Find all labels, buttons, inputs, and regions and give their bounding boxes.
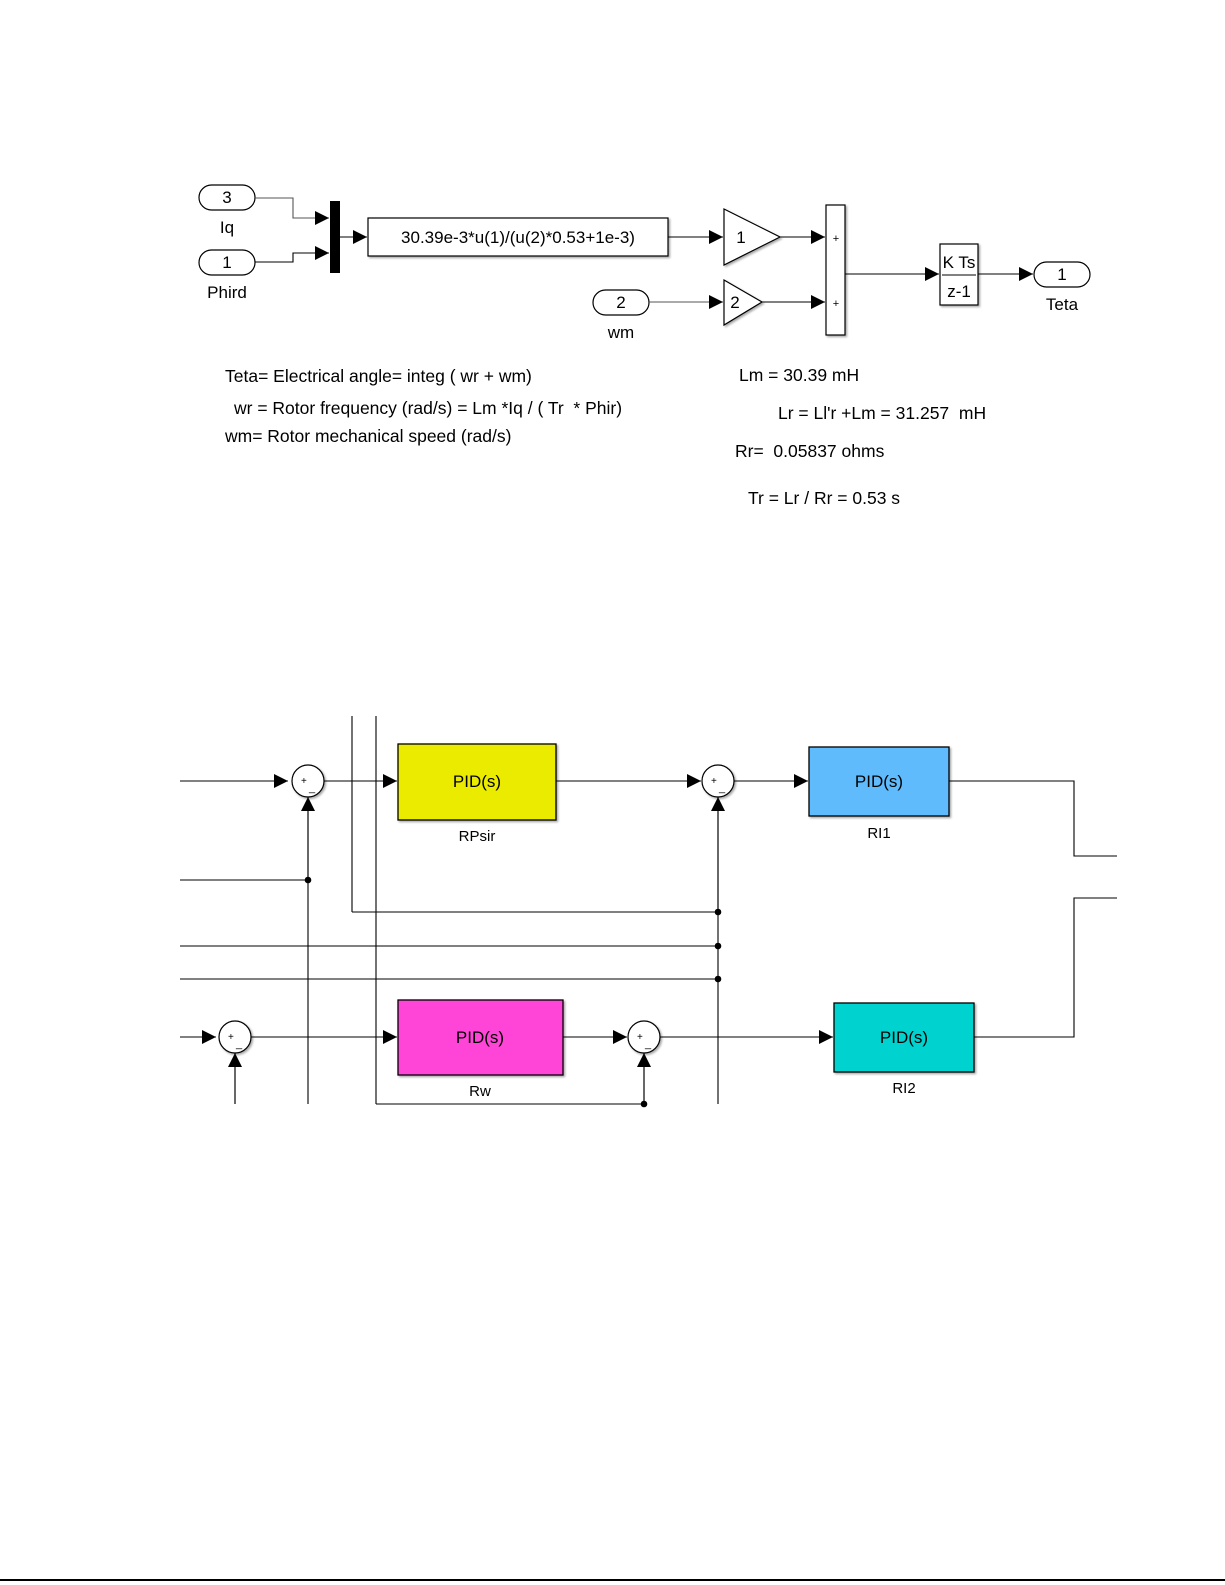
pid-rw-label: Rw (469, 1083, 491, 1100)
sum-minus-sign: _ (644, 1038, 652, 1050)
pid-ri2-text: PID(s) (880, 1028, 928, 1047)
pid-rw-text: PID(s) (456, 1028, 504, 1047)
sum-circle-2[interactable]: + _ (701, 764, 735, 798)
sum-plus-sign: + (228, 1032, 234, 1043)
top-diagram: 3 Iq 1 Phird 30.39e-3*u(1)/(u(2)*0.53+1e… (198, 184, 1091, 342)
junction-dot (714, 942, 722, 950)
outport-teta[interactable]: 1 Teta (1033, 261, 1091, 314)
junction-dot (304, 876, 312, 884)
inport-phird-number: 1 (222, 253, 231, 272)
sum-sign-1: + (833, 233, 839, 245)
sum-minus-sign: _ (235, 1038, 243, 1050)
inport-iq-label: Iq (220, 218, 234, 237)
sum-plus-sign: + (711, 776, 717, 787)
pid-ri2-label: RI2 (892, 1080, 915, 1097)
gain-2-value: 2 (730, 293, 739, 312)
outport-teta-label: Teta (1046, 295, 1079, 314)
gain-1-value: 1 (736, 228, 745, 247)
note-rr: Rr= 0.05837 ohms (735, 441, 885, 461)
wire-phird-mux (255, 246, 329, 263)
inport-wm-number: 2 (616, 293, 625, 312)
fcn-block[interactable]: 30.39e-3*u(1)/(u(2)*0.53+1e-3) (367, 217, 669, 257)
note-wr: wr = Rotor frequency (rad/s) = Lm *Iq / … (233, 398, 622, 418)
junction-dot (714, 908, 722, 916)
note-lr: Lr = Ll'r +Lm = 31.257 mH (778, 403, 986, 423)
inport-wm-label: wm (607, 323, 634, 342)
fcn-expression: 30.39e-3*u(1)/(u(2)*0.53+1e-3) (401, 228, 635, 247)
pid-block-rw[interactable]: PID(s) Rw (397, 999, 564, 1100)
inport-wm[interactable]: 2 wm (592, 289, 650, 342)
sum-circle-3[interactable]: + _ (218, 1020, 252, 1054)
note-tr: Tr = Lr / Rr = 0.53 s (748, 488, 900, 508)
note-wm: wm= Rotor mechanical speed (rad/s) (224, 426, 511, 446)
junction-dot (714, 975, 722, 983)
wire-iq-mux (255, 197, 329, 225)
pid-block-rpsir[interactable]: PID(s) RPsir (397, 743, 557, 845)
inport-iq[interactable]: 3 Iq (198, 184, 256, 237)
notes-left: Teta= Electrical angle= integ ( wr + wm)… (224, 366, 622, 446)
pid-ri1-label: RI1 (867, 825, 890, 842)
inport-iq-number: 3 (222, 188, 231, 207)
pid-block-ri1[interactable]: PID(s) RI1 (808, 746, 950, 842)
sum-plus-sign: + (301, 776, 307, 787)
page-bottom-rule (0, 1579, 1225, 1581)
sum-sign-2: + (833, 298, 839, 310)
pid-block-ri2[interactable]: PID(s) RI2 (833, 1002, 975, 1097)
wire-ri1-out (949, 780, 1117, 857)
note-lm: Lm = 30.39 mH (739, 365, 859, 385)
sum-plus-sign: + (637, 1032, 643, 1043)
wire-ri2-out (974, 897, 1117, 1038)
discrete-integrator-block[interactable]: K Ts z-1 (939, 243, 979, 306)
pid-rpsir-label: RPsir (459, 828, 496, 845)
notes-right: Lm = 30.39 mH Lr = Ll'r +Lm = 31.257 mH … (735, 365, 986, 508)
sum-block[interactable]: + + (825, 204, 846, 336)
gain-block-1[interactable]: 1 (723, 208, 782, 266)
pid-ri1-text: PID(s) (855, 772, 903, 791)
integrator-denominator: z-1 (947, 282, 971, 301)
integrator-numerator: K Ts (943, 253, 976, 272)
inport-phird-label: Phird (207, 283, 247, 302)
note-teta: Teta= Electrical angle= integ ( wr + wm) (225, 366, 532, 386)
gain-block-2[interactable]: 2 (723, 278, 764, 327)
sum-circle-1[interactable]: + _ (291, 764, 325, 798)
outport-teta-number: 1 (1057, 265, 1066, 284)
sum-minus-sign: _ (308, 782, 316, 794)
junction-dot (640, 1100, 648, 1108)
mux-block[interactable] (330, 201, 340, 273)
sum-circle-4[interactable]: + _ (627, 1020, 661, 1054)
inport-phird[interactable]: 1 Phird (198, 249, 256, 302)
sum-minus-sign: _ (718, 782, 726, 794)
bottom-diagram: + _ PID(s) RPsir + _ PID(s) RI1 + (180, 716, 1117, 1108)
pid-rpsir-text: PID(s) (453, 772, 501, 791)
